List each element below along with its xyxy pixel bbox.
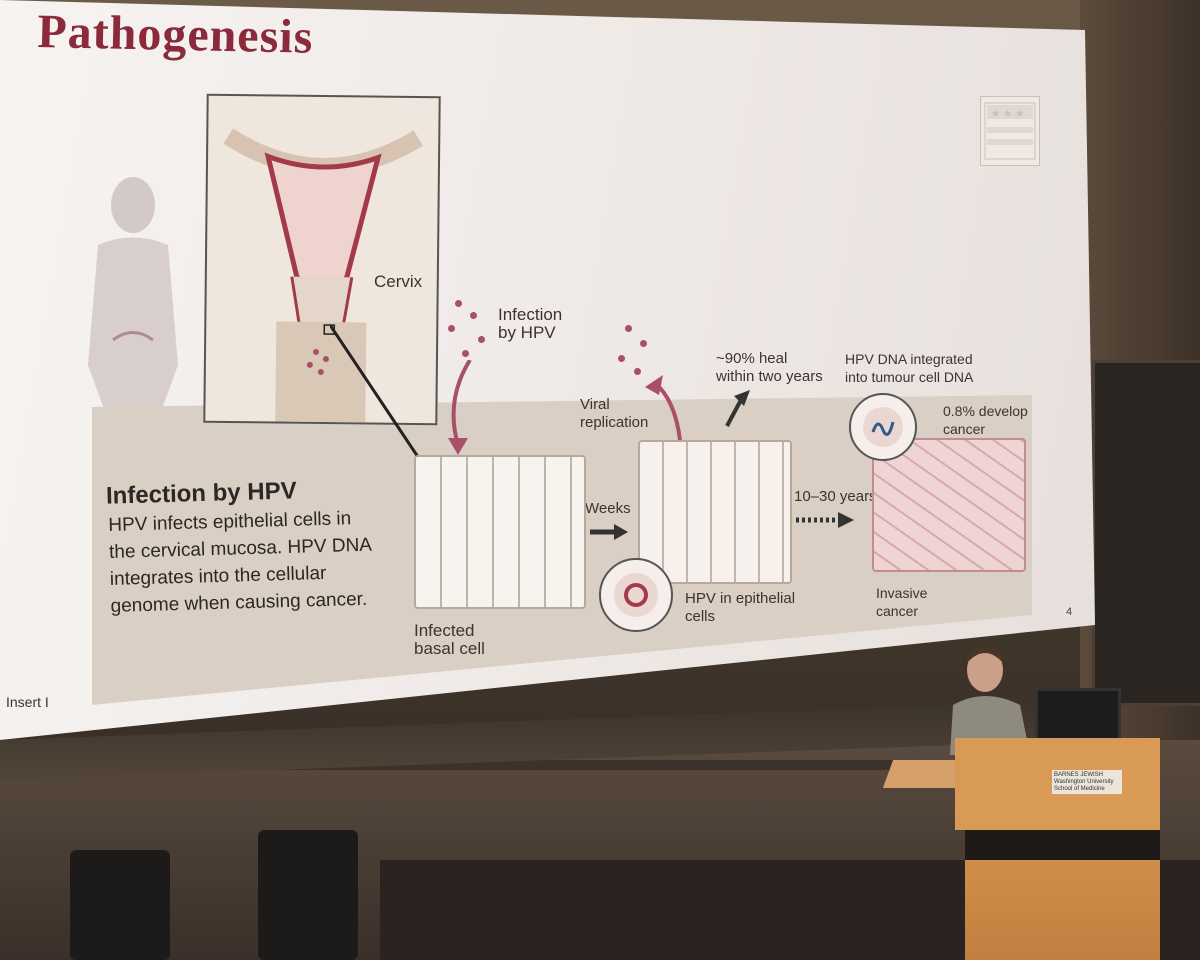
label-develop: 0.8% develop cancer: [943, 403, 1028, 437]
infection-arrow: [448, 360, 472, 455]
tumour-cell-inset: [849, 393, 917, 461]
virus-particle: [634, 368, 641, 375]
label-hpv-epithelial: HPV in epithelial cells: [685, 590, 796, 625]
virus-particle: [478, 336, 485, 343]
label-heal: ~90% heal within two years: [716, 350, 823, 385]
podium-base: [965, 830, 1160, 960]
cervix-anatomy-image: [203, 93, 441, 426]
invasive-cancer-cells: [872, 438, 1026, 572]
wall-rail: [0, 760, 1000, 770]
virus-particle: [640, 340, 647, 347]
heal-arrow: [725, 390, 750, 427]
wall-panel: [1092, 360, 1200, 706]
virus-particle: [470, 312, 477, 319]
label-cervix: Cervix: [374, 272, 423, 291]
label-viral-replication: Viral replication: [580, 396, 649, 431]
slide-page-number: 4: [1066, 606, 1073, 618]
epithelium-infected: [638, 440, 792, 584]
label-integrated: HPV DNA integrated into tumour cell DNA: [845, 351, 974, 385]
label-invasive: Invasive cancer: [876, 585, 928, 619]
chair: [70, 850, 170, 960]
projection-screen: Pathogenesis ★ ★ ★ Cervix Infection by H…: [0, 0, 1095, 740]
body-silhouette: [88, 177, 178, 420]
label-years: 10–30 years: [794, 488, 877, 505]
svg-text:★ ★ ★: ★ ★ ★: [991, 109, 1024, 120]
virus-particle: [455, 300, 462, 307]
label-infection: Infection by HPV: [498, 305, 563, 342]
podium-nameplate: BARNES JEWISH Washington University Scho…: [1052, 770, 1122, 794]
weeks-arrow: [590, 524, 628, 540]
virus-particle: [448, 325, 455, 332]
slide-footer: Insert I: [6, 694, 49, 710]
replication-arrow: [645, 375, 682, 441]
epithelial-cell-inset: [599, 558, 673, 632]
virus-particle: [625, 325, 632, 332]
epithelium-normal: [414, 455, 586, 609]
chair: [258, 830, 358, 960]
virus-particle: [618, 355, 625, 362]
label-weeks: Weeks: [585, 500, 631, 517]
label-infected-basal: Infected basal cell: [414, 621, 485, 658]
zoom-line: [330, 325, 422, 461]
university-logo: ★ ★ ★: [980, 96, 1040, 166]
slide-title: Pathogenesis: [36, 4, 314, 64]
slide-body-text: HPV infects epithelial cells in the cerv…: [108, 508, 373, 617]
years-arrow: [796, 512, 854, 528]
virus-particle: [462, 350, 469, 357]
podium-monitor: [1035, 688, 1121, 744]
slide-heading: Infection by HPV: [105, 477, 298, 510]
